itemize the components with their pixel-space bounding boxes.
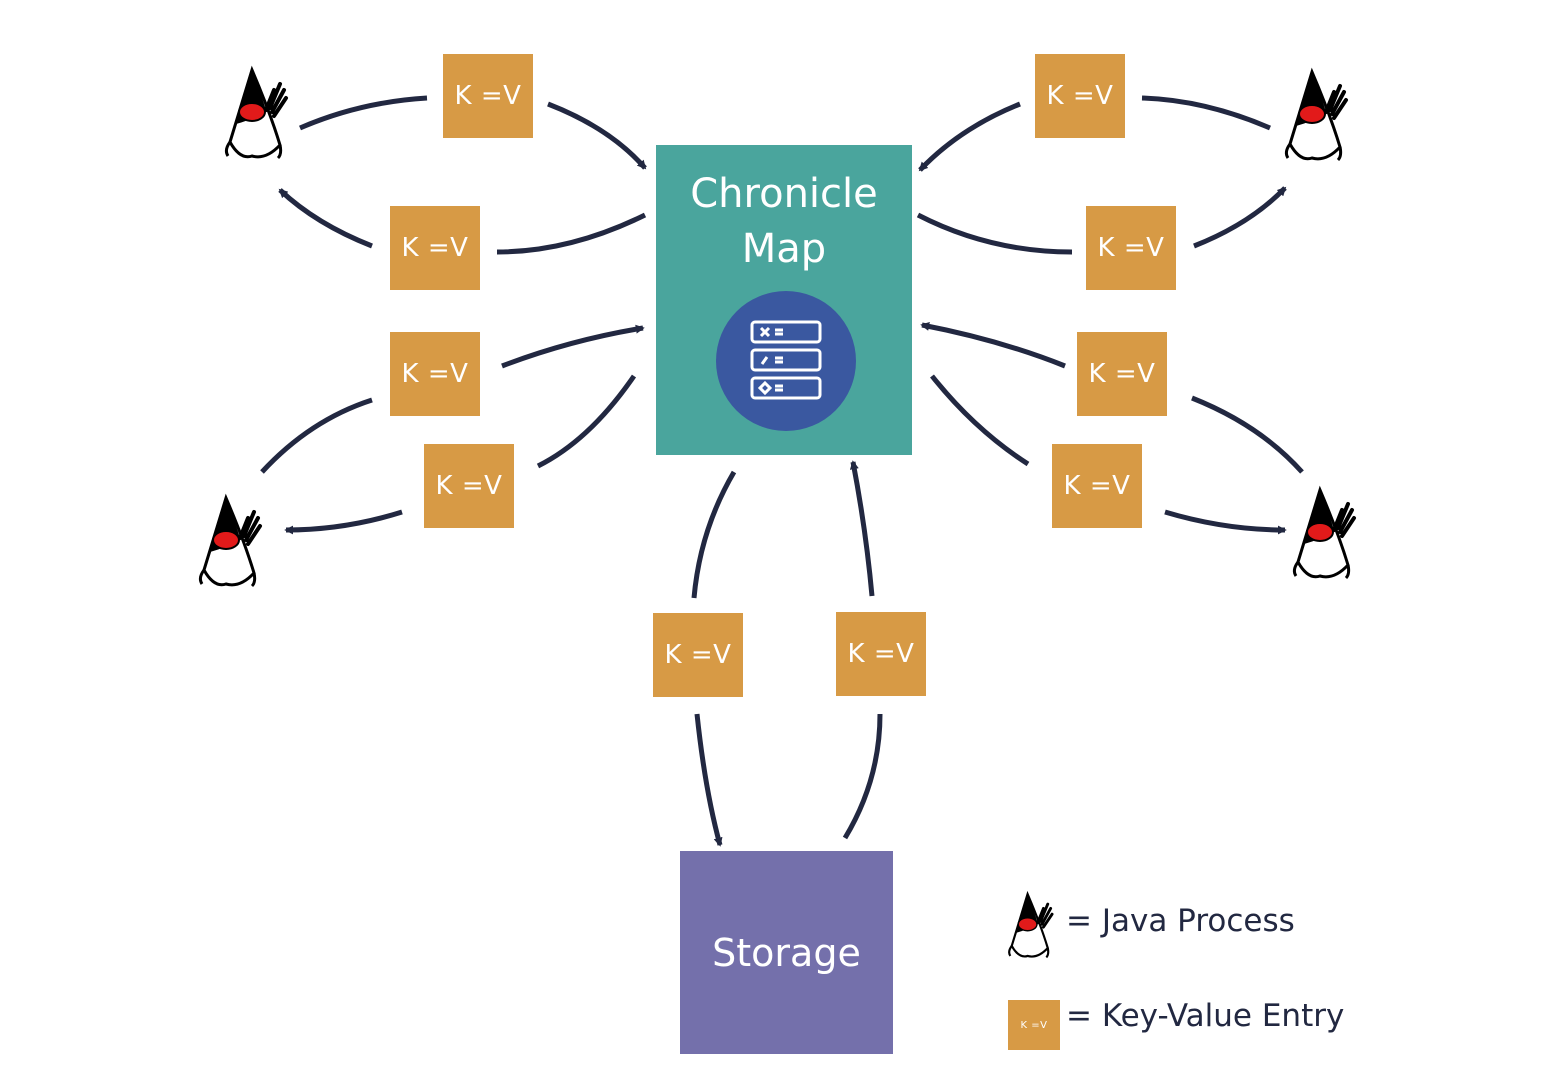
legend-kv-sample: K =V xyxy=(1008,1000,1060,1050)
legend-java-duke-icon xyxy=(1007,892,1054,959)
arrow-from-storage xyxy=(849,460,875,597)
arrow-to-map xyxy=(547,101,647,170)
hub-title-line2: Map xyxy=(741,226,827,272)
arrow-to-map xyxy=(920,321,1066,369)
arrow-to-storage xyxy=(691,470,737,599)
legend-java-process: = Java Process xyxy=(1066,903,1295,939)
arrow-from-map xyxy=(278,188,373,249)
arrow-to-map xyxy=(501,324,645,369)
hub-title-line1: Chronicle xyxy=(690,171,878,217)
java-duke-icon xyxy=(198,496,262,588)
java-duke-icon xyxy=(1284,70,1348,162)
kv-entry: K =V xyxy=(653,613,743,697)
storage-label: Storage xyxy=(712,930,861,975)
arrow-from-map xyxy=(1164,509,1287,535)
kv-entry: K =V xyxy=(1035,54,1125,138)
kv-entry: K =V xyxy=(424,444,514,528)
arrow-to-map xyxy=(918,101,1021,172)
kv-entry: K =V xyxy=(390,206,480,290)
storage-box: Storage xyxy=(680,851,893,1054)
arrow-to-map xyxy=(299,95,428,131)
arrow-from-map xyxy=(284,509,403,535)
arrow-from-map xyxy=(916,212,1073,255)
kv-entry: K =V xyxy=(1086,206,1176,290)
arrow-to-map xyxy=(1141,95,1271,131)
kv-entry: K =V xyxy=(443,54,533,138)
java-duke-icon xyxy=(224,68,288,160)
arrow-from-map xyxy=(930,374,1030,467)
arrow-to-map xyxy=(1191,395,1304,474)
kv-entry: K =V xyxy=(1052,444,1142,528)
database-list-icon xyxy=(716,291,856,431)
legend-key-value-entry: = Key-Value Entry xyxy=(1066,998,1345,1034)
kv-entry: K =V xyxy=(1077,332,1167,416)
arrow-from-map xyxy=(536,374,637,469)
arrow-from-storage xyxy=(842,713,883,840)
chronicle-map-title: Chronicle Map xyxy=(656,167,912,277)
arrow-to-storage xyxy=(694,713,723,847)
kv-entry: K =V xyxy=(836,612,926,696)
kv-entry: K =V xyxy=(390,332,480,416)
java-duke-icon xyxy=(1292,488,1356,580)
arrow-to-map xyxy=(260,397,373,474)
chronicle-map-box: Chronicle Map xyxy=(656,145,912,455)
arrow-from-map xyxy=(496,212,647,255)
arrow-from-map xyxy=(1193,186,1287,249)
